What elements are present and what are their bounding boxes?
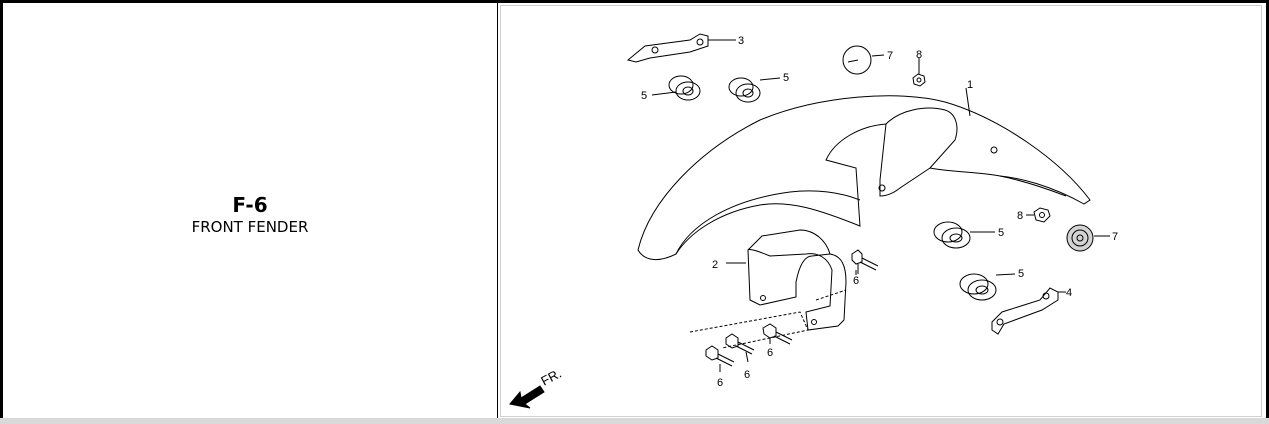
direction-label: FR.	[538, 366, 564, 389]
leader-lines	[726, 87, 971, 275]
bottom-rule	[0, 418, 1269, 424]
direction-arrow-icon	[509, 385, 545, 409]
front-fender-part	[637, 95, 1091, 260]
grommet-part	[651, 75, 1016, 301]
panel-divider	[497, 3, 498, 418]
callout-5d: 5	[1018, 268, 1024, 280]
callout-5c: 5	[998, 227, 1004, 239]
callout-6c: 6	[744, 369, 750, 381]
parts-diagram-svg: 1 2 3 4 5 5 5 5 6 6 6 6 7 7 8 8 FR.	[509, 33, 1118, 409]
section-code: F-6	[232, 193, 268, 217]
callout-7b: 7	[1112, 231, 1118, 243]
callout-4: 4	[1066, 287, 1072, 299]
callout-8b: 8	[1017, 210, 1023, 222]
callout-5a: 5	[641, 90, 647, 102]
nut-part	[912, 58, 1051, 223]
bracket-plate-upper	[626, 33, 736, 63]
callout-2: 2	[712, 259, 718, 271]
parts-diagram: 1 2 3 4 5 5 5 5 6 6 6 6 7 7 8 8 FR.	[498, 3, 1263, 418]
callout-1: 1	[967, 79, 973, 91]
section-name: FRONT FENDER	[191, 218, 309, 236]
callout-6b: 6	[767, 347, 773, 359]
section-label-panel: F-6 FRONT FENDER	[3, 3, 497, 418]
callout-labels: 1 2 3 4 5 5 5 5 6 6 6 6 7 7 8 8 FR.	[538, 35, 1118, 389]
bolt-part	[689, 249, 879, 372]
callout-8a: 8	[916, 49, 922, 61]
bracket-plate-lower	[991, 287, 1066, 335]
diagram-border	[500, 5, 1262, 417]
cap-part	[842, 45, 1110, 252]
fender-brace-part	[747, 229, 847, 331]
callout-7a: 7	[887, 50, 893, 62]
callout-6d: 6	[717, 377, 723, 389]
callout-6a: 6	[853, 275, 859, 287]
callout-5b: 5	[783, 72, 789, 84]
callout-3: 3	[738, 35, 744, 47]
